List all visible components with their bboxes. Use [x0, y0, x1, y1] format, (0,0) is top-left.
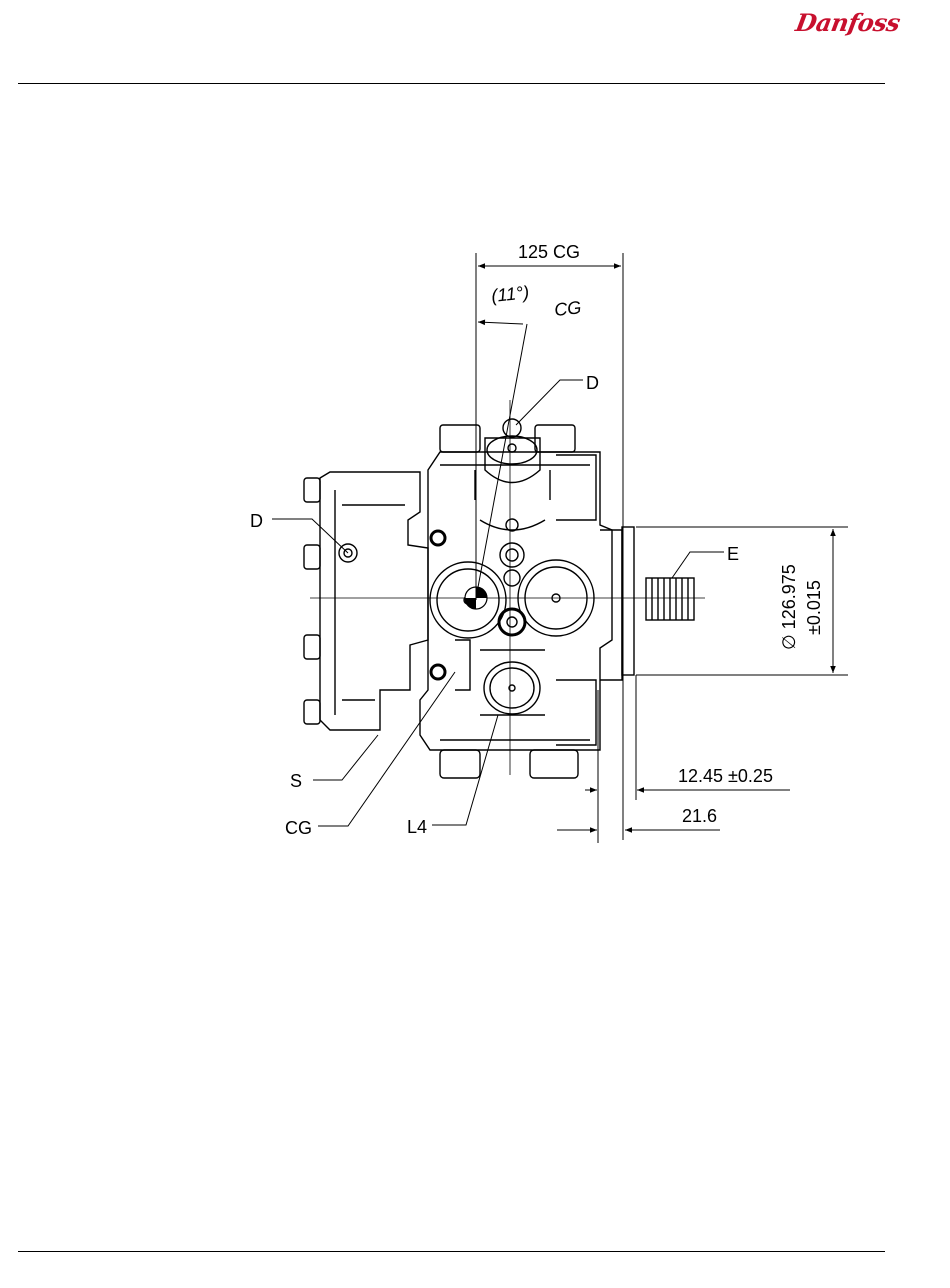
leader-lines	[272, 380, 724, 826]
dim-125-cg: 125 CG	[518, 242, 580, 262]
footer-rule	[18, 1251, 885, 1252]
dim-diameter: ∅ 126.975	[779, 564, 799, 650]
label-e: E	[727, 544, 739, 564]
label-s: S	[290, 771, 302, 791]
angle-value: (11°)	[490, 282, 530, 306]
dim-flange: 21.6	[682, 806, 717, 826]
label-cg: CG	[285, 818, 312, 838]
angle-cg-label: CG	[553, 297, 582, 320]
label-d-top: D	[586, 373, 599, 393]
dim-pilot: 12.45 ±0.25	[678, 766, 773, 786]
dimension-lines	[476, 253, 848, 843]
dim-diameter-tolerance: ±0.015	[804, 580, 824, 635]
label-l4: L4	[407, 817, 427, 837]
label-d-left: D	[250, 511, 263, 531]
